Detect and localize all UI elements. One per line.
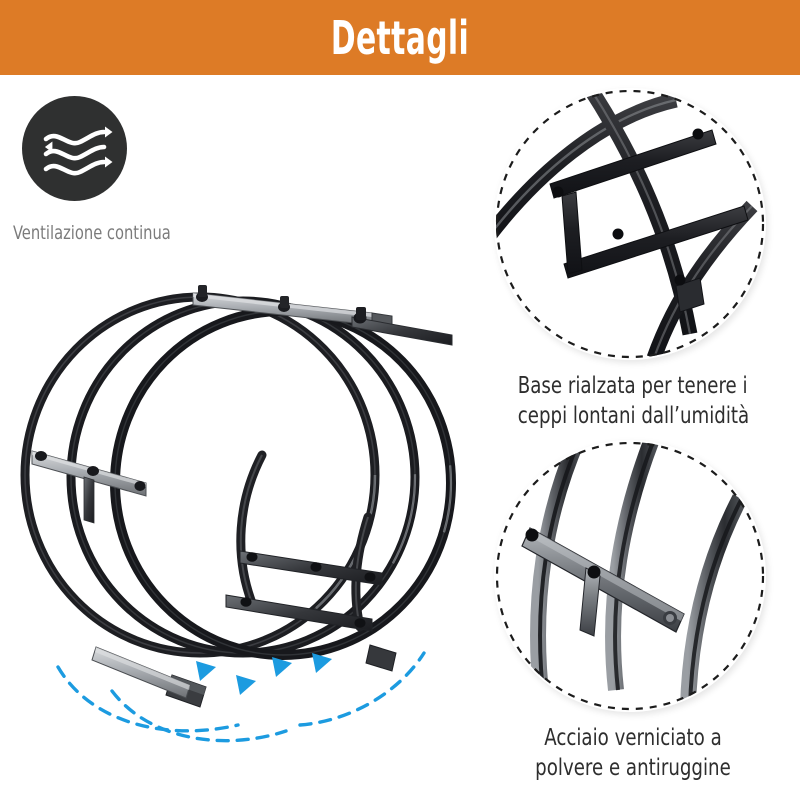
ventilation-feature-badge (22, 96, 127, 201)
caption-line-2: ceppi lontani dall’umidità (517, 402, 750, 429)
product-image (0, 255, 490, 770)
powder-coated-steel-zoom-circle (494, 440, 766, 712)
caption-line-2: polvere e antiruggine (535, 754, 731, 781)
rack-lower-cross-structure (225, 450, 383, 632)
caption-line-1: Acciaio verniciato a (544, 725, 722, 751)
badge-circle-background (22, 96, 127, 201)
rack-feet (91, 644, 397, 708)
raised-base-caption: Base rialzata per tenere i ceppi lontani… (505, 372, 760, 432)
log-rack-illustration (20, 285, 456, 743)
raised-base-zoom-image (496, 90, 764, 358)
raised-base-zoom-circle (494, 88, 766, 360)
detail-callout-raised-base: Base rialzata per tenere i ceppi lontani… (494, 88, 772, 432)
airflow-indicator (56, 651, 426, 743)
ventilation-caption: Ventilazione continua (13, 222, 171, 244)
rack-left-brace (31, 450, 147, 524)
airflow-arrowheads (196, 653, 332, 695)
airflow-waves-icon (43, 126, 113, 176)
powder-coated-steel-zoom-image (496, 442, 764, 710)
rack-top-brace (192, 285, 453, 346)
rack-ring-front (110, 306, 456, 660)
detail-callout-powder-coated-steel: Acciaio verniciato a polvere e antiruggi… (494, 440, 772, 784)
caption-line-1: Base rialzata per tenere i (517, 373, 748, 399)
header-banner: Dettagli (0, 0, 800, 75)
powder-coated-steel-caption: Acciaio verniciato a polvere e antiruggi… (505, 724, 760, 784)
page-title: Dettagli (330, 10, 470, 65)
